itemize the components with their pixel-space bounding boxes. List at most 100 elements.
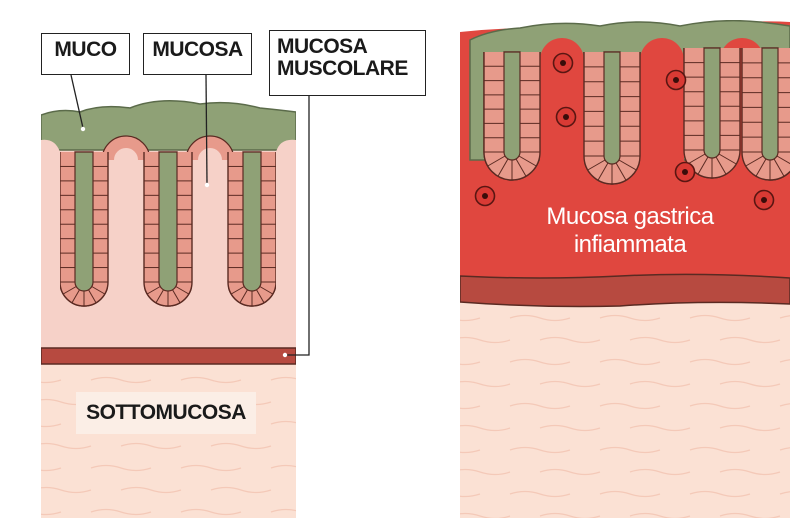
gland-cell-divider <box>62 286 77 295</box>
submucosa-wave-line <box>719 424 781 432</box>
crest-outline <box>185 135 235 161</box>
mucosa-label: MUCOSA <box>143 33 252 75</box>
submucosa-wave-line <box>41 467 62 472</box>
gland-cell-divider <box>91 286 106 295</box>
gland-r-top-3 <box>683 47 741 179</box>
inflammatory-cell <box>552 52 574 74</box>
gland-cell-divider <box>175 286 190 295</box>
crest-body <box>192 140 228 290</box>
sottomucosa-label: SOTTOMUCOSA <box>76 392 256 434</box>
mucosa-leader-line <box>205 74 208 184</box>
left-crest <box>101 135 151 290</box>
submucosa-wave-line <box>90 376 152 384</box>
muscolare-pointer-dot <box>282 352 288 358</box>
mucosa-muscolare-label: MUCOSA MUSCOLARE <box>269 30 426 96</box>
submucosa-wave-line <box>599 358 661 366</box>
gland-cell-divider <box>239 289 248 304</box>
gland-lumen <box>703 47 721 159</box>
gland-cell-divider <box>687 153 706 165</box>
submucosa-wave-line <box>41 486 92 494</box>
submucosa-wave-line <box>460 336 511 344</box>
gland-top-1 <box>59 151 109 307</box>
label-leader-lines <box>70 74 310 358</box>
left-edge-crest <box>41 139 296 290</box>
submucosa-wave-line <box>460 317 481 322</box>
inflamed-gastric-glands <box>483 38 790 190</box>
edge-crest-body <box>41 139 60 290</box>
gland-lumen <box>158 151 178 292</box>
submucosa-wave-line <box>719 380 781 388</box>
inflamed-submucosa-layer <box>460 300 790 518</box>
submucosa-layer <box>41 363 296 518</box>
submucosa-wave-line <box>689 314 751 322</box>
gland-cell-divider <box>597 162 609 181</box>
gastric-glands <box>41 135 296 307</box>
submucosa-wave-line <box>689 446 751 454</box>
submucosa-wave-line <box>270 420 296 425</box>
gland-cell-divider <box>697 156 709 175</box>
muco-leader-line <box>70 74 84 129</box>
gland-cell-divider <box>715 156 727 175</box>
crest-outline <box>101 135 151 161</box>
gland-cell-divider <box>615 162 627 181</box>
submucosa-wave-line <box>779 447 790 451</box>
submucosa-wave-line <box>509 314 571 322</box>
submucosa-wave-line <box>270 508 296 513</box>
muco-pointer-dot <box>80 126 86 132</box>
cell-nucleus <box>761 197 767 203</box>
gland-cell-divider <box>497 158 509 177</box>
gland-cell-divider <box>515 158 527 177</box>
submucosa-wave-line <box>90 508 152 516</box>
cell-nucleus <box>673 77 679 83</box>
gland-r-top-4 <box>741 47 790 181</box>
submucosa-wave-line <box>41 423 62 428</box>
submucosa-wave-line <box>460 512 511 518</box>
submucosa-wave-line <box>719 468 781 476</box>
submucosa-wave-line <box>719 512 781 518</box>
mucosa-muscolare-label-line2: MUSCOLARE <box>277 57 408 80</box>
submucosa-wave-line <box>629 336 691 344</box>
submucosa-wave-line <box>180 508 242 516</box>
crest-body <box>108 140 144 290</box>
gland-cell-divider <box>755 158 767 177</box>
muscolare-leader-line <box>287 96 310 356</box>
submucosa-wave-line <box>599 490 661 498</box>
submucosa-wave-line <box>120 442 182 450</box>
inflammatory-cell <box>753 189 775 211</box>
inflammatory-cell <box>665 69 687 91</box>
gland-cell-divider <box>256 289 265 304</box>
cell-nucleus <box>563 114 569 120</box>
submucosa-wave-line <box>779 403 790 407</box>
gland-cell-divider <box>259 286 274 295</box>
mucosa-muscolare-label-line1: MUCOSA <box>277 35 368 58</box>
gland-cell-divider <box>518 155 537 167</box>
submucosa-wave-line <box>180 464 242 472</box>
gland-cell-divider <box>172 289 181 304</box>
submucosa-wave-line <box>539 424 601 432</box>
gland-r-top-1 <box>483 51 541 181</box>
inflamed-submucosa-texture <box>460 314 790 518</box>
submucosa-wave-line <box>539 380 601 388</box>
gland-lumen <box>503 51 521 161</box>
inflammatory-cell <box>474 185 496 207</box>
inflamed-mucosa-label: Mucosa gastrica infiammata <box>470 203 790 259</box>
gland-cell-divider <box>71 289 80 304</box>
gland-top-2 <box>143 151 193 307</box>
submucosa-wave-line <box>41 379 62 384</box>
inflamed-mucosa-label-line1: Mucosa gastrica <box>546 203 714 230</box>
submucosa-wave-line <box>689 490 751 498</box>
submucosa-wave-line <box>460 449 481 454</box>
crest-epithelium <box>102 136 150 161</box>
gland-cell-divider <box>155 289 164 304</box>
gland-lumen <box>761 47 779 161</box>
submucosa-wave-line <box>629 380 691 388</box>
inflamed-muscularis-layer <box>460 273 790 308</box>
gland-cell-divider <box>587 159 606 171</box>
submucosa-wave-line <box>180 376 242 384</box>
submucosa-wave-line <box>460 361 481 366</box>
gland-cell-divider <box>146 286 161 295</box>
muco-label: MUCO <box>41 33 130 75</box>
mucosa-pointer-dot <box>204 182 210 188</box>
